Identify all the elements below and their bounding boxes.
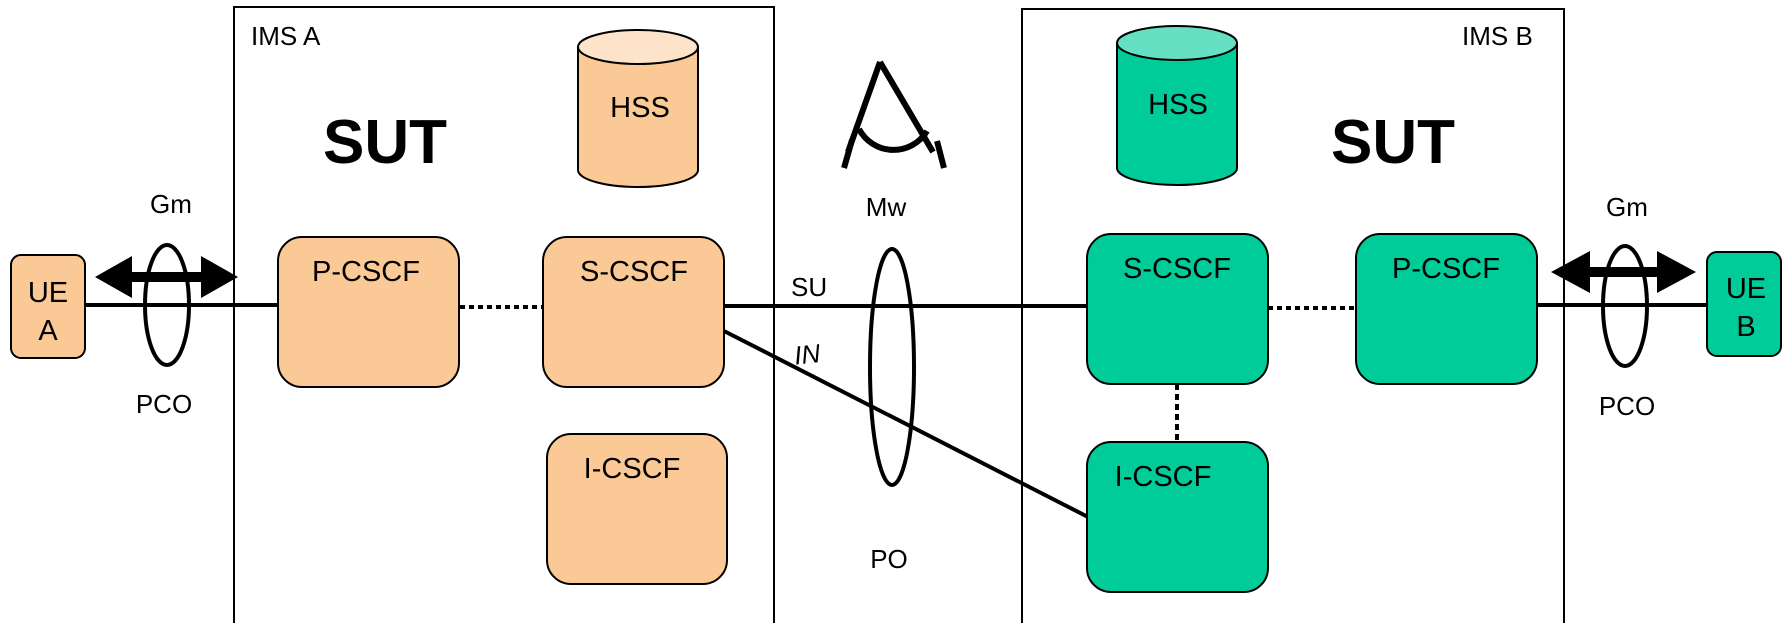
ims-b-sut-label: SUT <box>1331 108 1455 177</box>
ue-a-label-line2: A <box>38 315 58 347</box>
i-cscf-a-node <box>546 433 728 585</box>
i-cscf-b-label: I-CSCF <box>1115 461 1212 493</box>
i-cscf-b-node <box>1086 441 1269 593</box>
in-label: IN <box>793 338 822 371</box>
ue-a-node <box>10 254 86 359</box>
s-cscf-b-label: S-CSCF <box>1123 253 1231 285</box>
in-link-line <box>723 329 1091 520</box>
s-cscf-b-node <box>1086 233 1269 385</box>
ue-a-label-line1: UE <box>28 277 68 309</box>
gm-left-ellipse-probe-icon <box>143 243 191 367</box>
s-cscf-a-label: S-CSCF <box>580 256 688 288</box>
eye-icon <box>841 60 947 169</box>
po-ellipse-probe-icon <box>868 247 916 487</box>
p-cscf-b-node <box>1355 233 1538 385</box>
gm-right-label: Gm <box>1606 192 1648 222</box>
gm-right-double-arrow-icon <box>1551 251 1696 293</box>
p-cscf-a-node <box>277 236 460 388</box>
ims-a-sut-label: SUT <box>323 108 447 177</box>
ims-b-boundary <box>1021 8 1565 623</box>
gm-left-label: Gm <box>150 189 192 219</box>
hss-a-label: HSS <box>610 92 670 124</box>
s-cscf-a-node <box>542 236 725 388</box>
hss-a-node <box>577 29 699 188</box>
ims-b-title: IMS B <box>1462 21 1533 51</box>
hss-b-label: HSS <box>1148 89 1208 121</box>
gm-left-double-arrow-icon <box>95 256 238 298</box>
pco-right-label: PCO <box>1599 391 1655 421</box>
p-cscf-b-label: P-CSCF <box>1392 253 1500 285</box>
ue-b-label-line1: UE <box>1726 273 1766 305</box>
gm-right-ellipse-probe-icon <box>1601 244 1649 368</box>
su-label: SU <box>791 272 827 302</box>
hss-b-node <box>1116 25 1238 186</box>
i-cscf-a-label: I-CSCF <box>584 453 681 485</box>
ue-b-label-line2: B <box>1736 311 1755 343</box>
ims-a-boundary <box>233 6 775 623</box>
ue-b-node <box>1706 251 1782 357</box>
p-cscf-a-label: P-CSCF <box>312 256 420 288</box>
pco-left-label: PCO <box>136 389 192 419</box>
po-label: PO <box>870 544 908 574</box>
mw-label: Mw <box>866 192 907 222</box>
ims-a-title: IMS A <box>251 21 321 51</box>
